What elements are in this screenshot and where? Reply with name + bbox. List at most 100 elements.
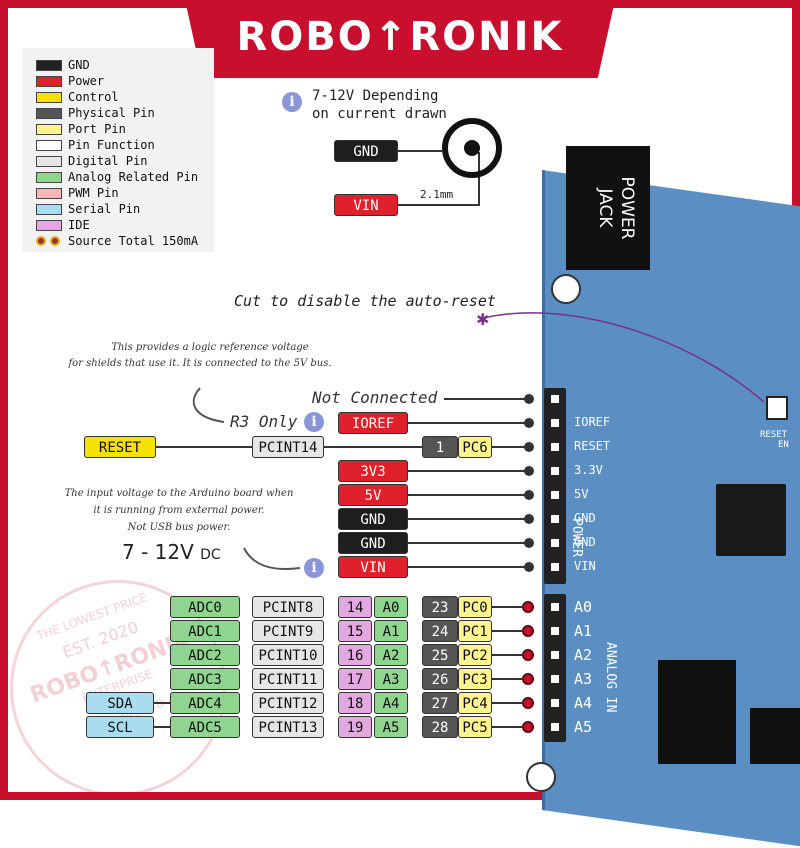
analog-board-label: A1 bbox=[574, 622, 593, 640]
adc-tag: ADC0 bbox=[170, 596, 240, 618]
analog-board-label: A5 bbox=[574, 718, 593, 736]
legend-label: Pin Function bbox=[68, 138, 155, 152]
power-pin-dot bbox=[524, 442, 534, 452]
legend-swatch bbox=[36, 219, 62, 231]
barrel-jack-ring bbox=[442, 118, 502, 178]
pwm-phys-tag: 16 bbox=[338, 644, 372, 666]
legend-item: Power bbox=[36, 74, 104, 88]
analog-board-label: A2 bbox=[574, 646, 593, 664]
r3-only-label: R3 Only bbox=[230, 412, 298, 431]
source-current-dot bbox=[522, 721, 534, 733]
legend-label: PWM Pin bbox=[68, 186, 119, 200]
legend-swatch bbox=[36, 123, 62, 135]
analog-pin-line bbox=[492, 630, 524, 632]
brand-logo: ROBO↑RONIK bbox=[236, 14, 564, 60]
port-pin-tag: PC3 bbox=[458, 668, 492, 690]
power-header-pin bbox=[549, 489, 561, 501]
power-header-pin bbox=[549, 465, 561, 477]
jack-gnd-line bbox=[398, 150, 442, 152]
legend-swatch bbox=[36, 107, 62, 119]
source-current-dot bbox=[522, 697, 534, 709]
analog-section-label: ANALOG IN bbox=[603, 642, 618, 713]
analog-pin-tag: A5 bbox=[374, 716, 408, 738]
legend-swatch bbox=[36, 139, 62, 151]
v33-tag: 3V3 bbox=[338, 460, 408, 482]
power-pin-line bbox=[408, 518, 528, 520]
analog-pin-segment bbox=[154, 726, 170, 728]
analog-pin-segment bbox=[154, 702, 170, 704]
legend-swatch bbox=[36, 59, 62, 71]
legend-item: Analog Related Pin bbox=[36, 170, 198, 184]
microcontroller-chip bbox=[716, 484, 786, 556]
vin-note-line2: it is running from external power. bbox=[93, 505, 265, 516]
analog-header-pin bbox=[549, 697, 561, 709]
gnd2-tag: GND bbox=[338, 532, 408, 554]
analog-board-label: A4 bbox=[574, 694, 593, 712]
analog-pin-tag: A0 bbox=[374, 596, 408, 618]
jack-vin-line bbox=[398, 204, 480, 206]
pwm-phys-tag: 17 bbox=[338, 668, 372, 690]
not-connected-label: Not Connected bbox=[312, 388, 438, 407]
pcint14-link-line bbox=[324, 446, 422, 448]
pcint-tag: PCINT13 bbox=[252, 716, 324, 738]
v5-tag: 5V bbox=[338, 484, 408, 506]
port-pin-tag: PC5 bbox=[458, 716, 492, 738]
phys-pin-tag: 27 bbox=[422, 692, 458, 714]
adc-tag: ADC5 bbox=[170, 716, 240, 738]
analog-board-label: A0 bbox=[574, 598, 593, 616]
analog-header-pin bbox=[549, 625, 561, 637]
adc-tag: ADC1 bbox=[170, 620, 240, 642]
analog-header bbox=[544, 594, 566, 742]
power-jack-note-line2: on current drawn bbox=[312, 106, 447, 122]
legend-swatch bbox=[36, 187, 62, 199]
vin-note-line3: Not USB bus power. bbox=[127, 522, 231, 533]
pcint14-tag: PCINT14 bbox=[252, 436, 324, 458]
legend-item: Digital Pin bbox=[36, 154, 147, 168]
legend-item: PWM Pin bbox=[36, 186, 119, 200]
legend-label: Power bbox=[68, 74, 105, 88]
power-pin-dot bbox=[524, 490, 534, 500]
power-board-label: GND bbox=[574, 535, 596, 549]
power-header-pin bbox=[549, 441, 561, 453]
phys-pin-tag: 26 bbox=[422, 668, 458, 690]
vin-tag: VIN bbox=[338, 556, 408, 578]
port-pin-tag: PC2 bbox=[458, 644, 492, 666]
ioref-note-line1: This provides a logic reference voltage bbox=[111, 342, 309, 353]
legend-item: Pin Function bbox=[36, 138, 155, 152]
pcint-tag: PCINT12 bbox=[252, 692, 324, 714]
reset-cut-wire: ✱ bbox=[192, 310, 765, 570]
power-section-label: POWER bbox=[569, 518, 584, 558]
power-header-pin bbox=[549, 537, 561, 549]
power-pin-dot bbox=[524, 418, 534, 428]
vin-range-value: 7 - 12V bbox=[122, 540, 194, 564]
power-board-label: IOREF bbox=[574, 415, 611, 429]
port-pin-tag: PC0 bbox=[458, 596, 492, 618]
analog-pin-tag: A2 bbox=[374, 644, 408, 666]
legend-label: GND bbox=[68, 58, 90, 72]
reset-phys-pin-tag: 1 bbox=[422, 436, 458, 458]
legend-label: Digital Pin bbox=[68, 154, 148, 168]
jack-vin-tag: VIN bbox=[334, 194, 398, 216]
vin-note-line1: The input voltage to the Arduino board w… bbox=[64, 488, 294, 499]
power-pin-line bbox=[408, 566, 528, 568]
power-pin-dot bbox=[524, 514, 534, 524]
power-pin-line bbox=[408, 422, 528, 424]
jack-gnd-tag: GND bbox=[334, 140, 398, 162]
legend-item: GND bbox=[36, 58, 90, 72]
pcint-tag: PCINT10 bbox=[252, 644, 324, 666]
source-current-dot bbox=[522, 649, 534, 661]
reset-en-pad bbox=[766, 396, 788, 420]
analog-header-pin bbox=[549, 673, 561, 685]
analog-pin-tag: A3 bbox=[374, 668, 408, 690]
analog-header-pin bbox=[549, 601, 561, 613]
power-jack-note-line1: 7-12V Depending bbox=[312, 88, 439, 104]
power-header bbox=[544, 388, 566, 584]
analog-header-pin bbox=[549, 649, 561, 661]
adc-tag: ADC3 bbox=[170, 668, 240, 690]
power-pin-dot bbox=[524, 466, 534, 476]
reset-cut-note: Cut to disable the auto-reset bbox=[234, 292, 496, 310]
barrel-jack-center bbox=[464, 140, 480, 156]
analog-board-label: A3 bbox=[574, 670, 593, 688]
power-board-label: 5V bbox=[574, 487, 589, 501]
legend-swatch bbox=[36, 203, 62, 215]
